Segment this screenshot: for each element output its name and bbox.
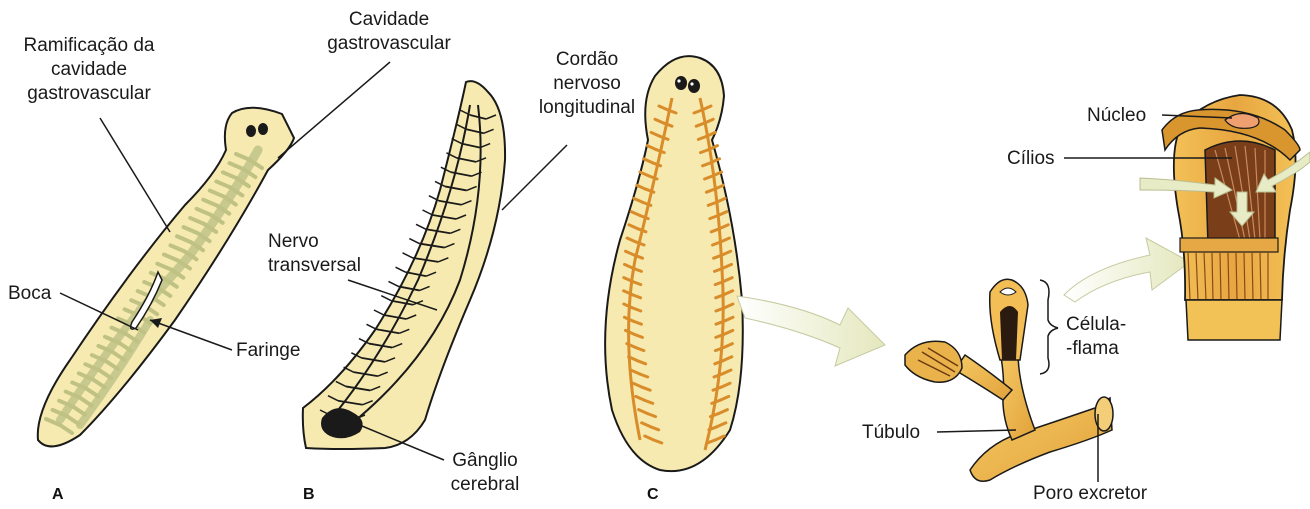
magnify-arrow-1 [737,296,885,366]
flame-cell-small [905,341,962,382]
label-nervo-line2: transversal [268,254,361,278]
nerve-tick [416,224,426,229]
label-cavidade-line1: Cavidade [314,8,464,32]
label-tubulo: Túbulo [862,421,920,445]
eye-highlight [677,79,680,82]
planarian-c-eye-right [688,79,700,93]
nerve-tick [367,324,377,329]
nerve-tick [409,239,419,244]
label-nervo-line1: Nervo [268,230,361,254]
label-celula-line2: -flama [1066,337,1126,361]
label-faringe: Faringe [236,339,300,363]
label-ramificacao-line2: cavidade [14,58,164,82]
leader-cordao [502,145,567,210]
label-poro: Poro excretor [1033,482,1147,506]
panel-letter-b: B [303,486,315,504]
label-ramificacao-line3: gastrovascular [14,82,164,106]
label-ramificacao: Ramificação da cavidade gastrovascular [14,34,164,106]
flame-cell-magnified [1064,95,1310,340]
label-nervo: Nervo transversal [268,230,361,278]
celula-brace [1040,280,1058,374]
leader-tubulo [937,430,1016,432]
panel-letter-a: A [52,486,64,504]
planarian-a-eye-right [258,123,268,135]
eye-highlight [690,82,693,85]
nerve-tick [403,253,413,258]
label-cordao-line2: nervoso [522,72,652,96]
label-celula: Célula- -flama [1066,313,1126,361]
excretory-tubule-assembly [905,279,1113,482]
label-ramificacao-line1: Ramificação da [14,34,164,58]
label-celula-line1: Célula- [1066,313,1126,337]
tubule [970,398,1112,481]
flame-cell-upper-flame [1000,306,1018,360]
label-cavidade: Cavidade gastrovascular [314,8,464,56]
planarian-a-eye-left [246,125,256,137]
nerve-tick [388,281,398,286]
label-cordao: Cordão nervoso longitudinal [522,48,652,120]
label-ganglio-line2: cerebral [440,473,530,497]
label-cilios: Cílios [1007,147,1055,171]
label-ganglio: Gânglio cerebral [440,449,530,497]
nerve-tick [396,267,406,272]
magnified-cell-band [1180,238,1278,252]
leader-cavidade [278,62,390,158]
label-cavidade-line2: gastrovascular [314,32,464,56]
label-boca: Boca [8,282,51,306]
label-cordao-line1: Cordão [522,48,652,72]
planarian-c-eye-left [675,76,687,90]
nerve-tick [374,310,384,315]
label-cordao-line3: longitudinal [522,96,652,120]
label-ganglio-line1: Gânglio [440,449,530,473]
magnified-cell-base [1186,300,1282,340]
nerve-tick [381,296,391,301]
panel-letter-c: C [647,486,659,504]
label-nucleo: Núcleo [1087,104,1146,128]
nerve-tick [423,210,433,215]
planarian-a-digestive [38,108,294,447]
magnify-arrow-2 [1064,238,1190,302]
leader-ramificacao [100,118,170,232]
